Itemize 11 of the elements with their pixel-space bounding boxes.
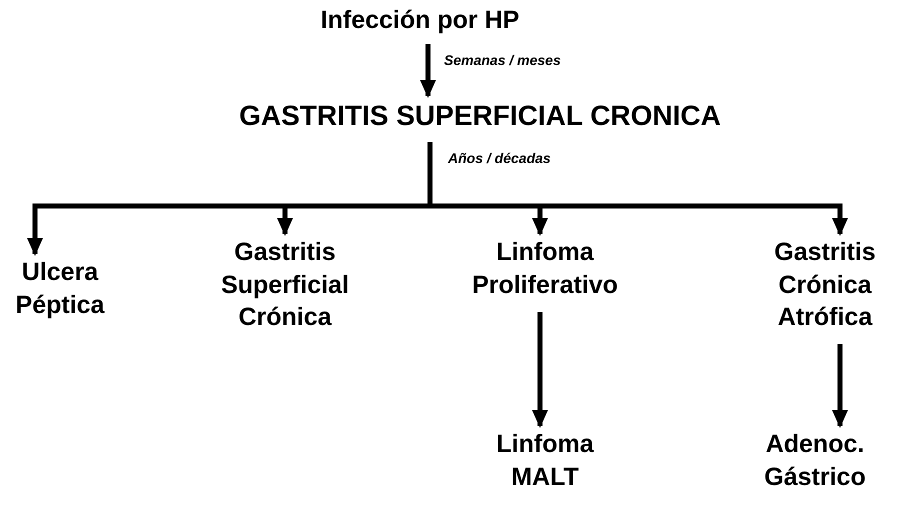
arrow <box>532 312 548 428</box>
node-label: Gastritis Superficial Crónica <box>220 237 350 333</box>
arrow <box>420 44 436 98</box>
node-label: GASTRITIS SUPERFICIAL CRONICA <box>239 99 721 133</box>
node-label: Gastritis Crónica Atrófica <box>773 237 877 333</box>
node-label: Linfoma MALT <box>495 429 595 492</box>
node-label: Ulcera Péptica <box>14 257 106 320</box>
node-label: Linfoma Proliferativo <box>471 237 619 300</box>
node-label: Infección por HP <box>320 5 520 36</box>
node-label: Adenoc. Gástrico <box>763 429 867 492</box>
arrow <box>832 344 848 428</box>
